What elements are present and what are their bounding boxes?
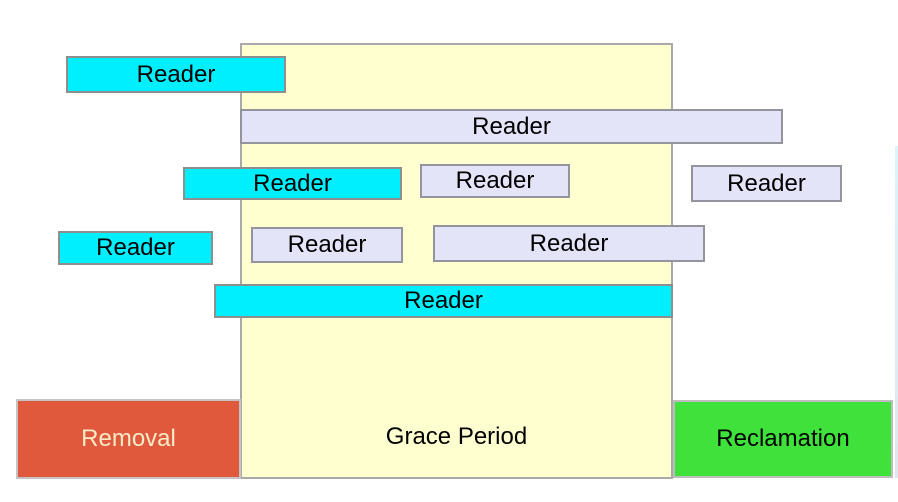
reader-label: Reader (253, 169, 332, 197)
reader-box: Reader (251, 227, 403, 263)
reader-box: Reader (691, 165, 842, 202)
reclamation-label: Reclamation (716, 425, 850, 452)
reader-box: Reader (66, 56, 286, 93)
grace-period-label: Grace Period (385, 423, 528, 450)
reader-box: Reader (420, 164, 570, 198)
reader-label: Reader (472, 112, 551, 140)
reader-label: Reader (455, 167, 535, 194)
reader-box: Reader (433, 225, 705, 262)
reader-box: Reader (58, 231, 213, 265)
reader-label: Reader (404, 287, 483, 314)
reader-box: Reader (214, 284, 673, 318)
right-edge-clipped-box-sliver (895, 146, 898, 478)
reader-label: Reader (136, 60, 216, 88)
reader-box: Reader (183, 167, 402, 200)
reader-box: Reader (240, 109, 783, 144)
reclamation-phase-box: Reclamation (673, 400, 893, 478)
removal-label: Removal (81, 425, 176, 452)
reader-label: Reader (727, 169, 806, 197)
reader-label: Reader (287, 231, 367, 258)
reader-label: Reader (529, 229, 609, 257)
removal-phase-box: Removal (16, 399, 241, 479)
reader-label: Reader (96, 234, 175, 261)
